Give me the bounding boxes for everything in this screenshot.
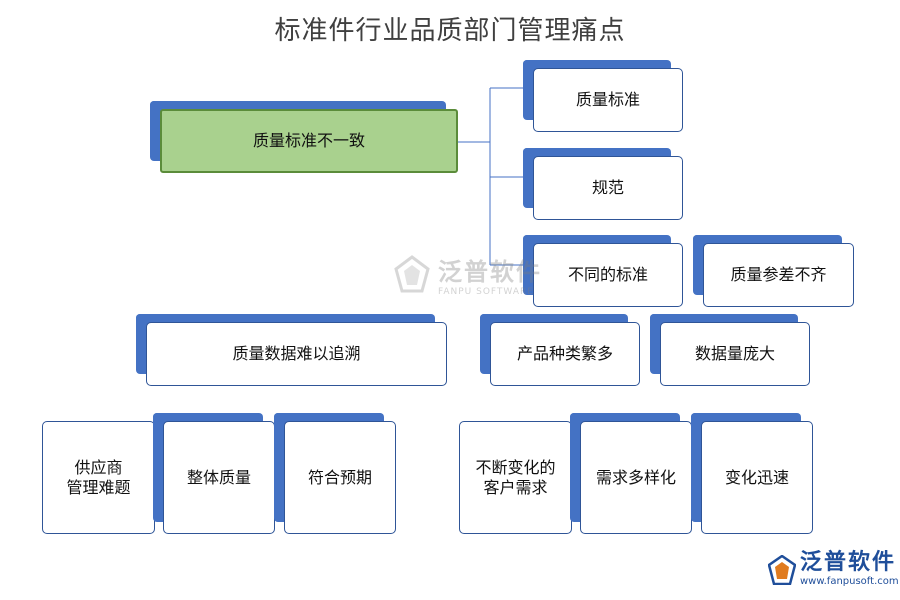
node-many-product-types: 产品种类繁多 (480, 314, 640, 386)
node-label-line1: 不断变化的 (475, 457, 556, 477)
watermark-cn: 泛普软件 (438, 258, 542, 286)
node-diverse-demand: 需求多样化 (570, 413, 692, 534)
diagram-title: 标准件行业品质部门管理痛点 (274, 16, 626, 46)
node-quality-uneven: 质量参差不齐 (693, 235, 854, 307)
node-label: 变化迅速 (701, 421, 813, 534)
node-specification: 规范 (523, 148, 683, 220)
watermark: 泛普软件 FANPU SOFTWARE (392, 252, 542, 297)
brand-name: 泛普软件 (800, 550, 897, 575)
node-label: 符合预期 (284, 421, 396, 534)
node-quality-standard: 质量标准 (523, 60, 683, 132)
node-label: 产品种类繁多 (490, 322, 640, 386)
node-label: 整体质量 (163, 421, 275, 534)
node-label: 不同的标准 (533, 243, 683, 307)
node-label: 质量标准 (533, 68, 683, 132)
brand-logo: 泛普软件 www.fanpusoft.com (768, 552, 899, 587)
node-overall-quality: 整体质量 (153, 413, 275, 534)
watermark-en: FANPU SOFTWARE (438, 287, 534, 297)
node-label: 需求多样化 (580, 421, 692, 534)
node-different-standards: 不同的标准 (523, 235, 683, 307)
node-changing-customer-demand: 不断变化的 客户需求 (459, 421, 572, 534)
node-quality-data-hard-to-trace: 质量数据难以追溯 (136, 314, 447, 386)
node-label: 规范 (533, 156, 683, 220)
node-label: 质量数据难以追溯 (146, 322, 447, 386)
brand-url: www.fanpusoft.com (800, 576, 899, 587)
node-rapid-change: 变化迅速 (691, 413, 813, 534)
fanpu-logo-icon (394, 254, 430, 292)
fanpu-brand-icon (768, 554, 796, 585)
node-meet-expectation: 符合预期 (274, 413, 396, 534)
node-label-line1: 供应商 (74, 457, 123, 477)
node-label: 数据量庞大 (660, 322, 810, 386)
node-large-data-volume: 数据量庞大 (650, 314, 810, 386)
node-supplier-management: 供应商 管理难题 (42, 421, 155, 534)
node-quality-standard-inconsistent: 质量标准不一致 (150, 101, 458, 173)
node-label: 质量参差不齐 (703, 243, 854, 307)
node-label-line2: 客户需求 (483, 477, 548, 497)
node-label-line2: 管理难题 (66, 477, 131, 497)
node-label: 质量标准不一致 (160, 109, 458, 173)
